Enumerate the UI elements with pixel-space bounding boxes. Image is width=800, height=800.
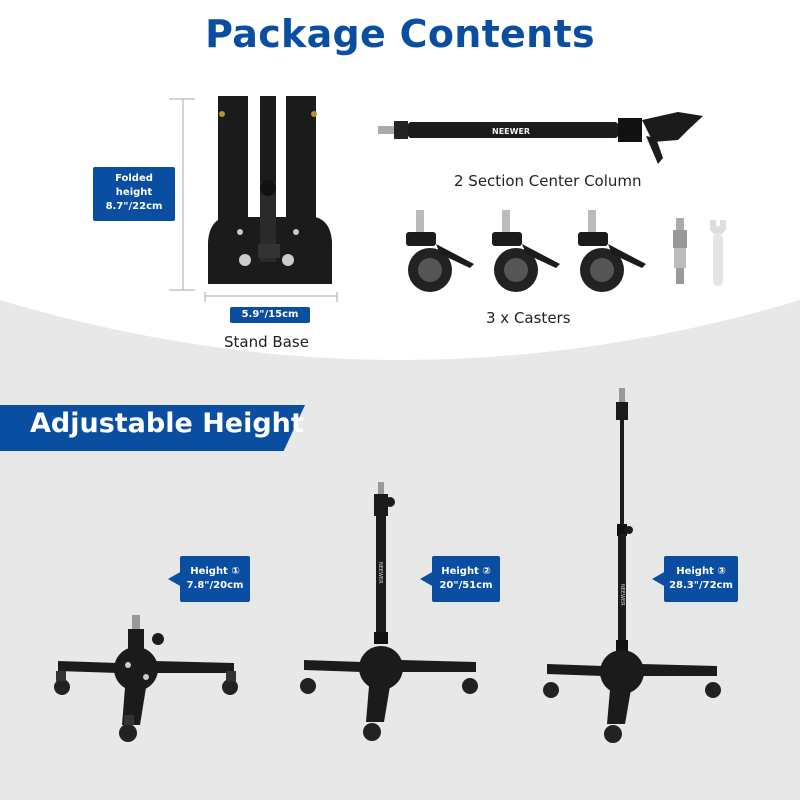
casters-label: 3 x Casters (486, 309, 571, 327)
folded-height-line-2: height (115, 187, 153, 198)
height-3-label: Height ③ (676, 566, 726, 577)
adjustable-height-title: Adjustable Height (30, 408, 304, 439)
folded-height-line-3: 8.7"/22cm (105, 201, 163, 212)
folded-height-line-1: Folded (115, 173, 153, 184)
caster-1-image (406, 210, 474, 292)
center-column-image: NEEWER (378, 112, 703, 164)
wrench-image (710, 220, 726, 286)
page-title: Package Contents (205, 12, 595, 56)
folded-height-callout: Folded height 8.7"/22cm (93, 167, 175, 221)
spigot-adapter-image (673, 218, 687, 284)
width-callout: 5.9"/15cm (230, 307, 310, 323)
adjustable-height-banner (0, 405, 305, 451)
height-3-callout: Height ③ 28.3"/72cm (664, 556, 738, 602)
stand-height-2-image: NEEWER (300, 482, 478, 741)
height-1-value: 7.8"/20cm (186, 580, 244, 591)
height-2-label: Height ② (441, 566, 491, 577)
folded-height-dimension-line (169, 98, 195, 291)
height-2-value: 20"/51cm (439, 580, 493, 591)
height-2-callout: Height ② 20"/51cm (432, 556, 500, 602)
height-1-pointer-icon (168, 571, 182, 587)
stand-base-label: Stand Base (224, 333, 309, 351)
height-3-value: 28.3"/72cm (669, 580, 733, 591)
center-column-label: 2 Section Center Column (454, 172, 642, 190)
stand-height-1-image (54, 615, 238, 742)
height-1-callout: Height ① 7.8"/20cm (180, 556, 250, 602)
caster-2-image (492, 210, 560, 292)
stand-2-column-brand: NEEWER (377, 562, 383, 584)
stand-3-column-brand: NEEWER (619, 584, 625, 606)
stand-height-3-image: NEEWER (543, 388, 721, 743)
stand-base-image (208, 96, 332, 284)
caster-3-image (578, 210, 646, 292)
height-1-label: Height ① (190, 566, 240, 577)
height-3-pointer-icon (652, 571, 666, 587)
height-2-pointer-icon (420, 571, 434, 587)
center-column-brand: NEEWER (492, 127, 530, 136)
width-dimension-line (204, 292, 338, 302)
